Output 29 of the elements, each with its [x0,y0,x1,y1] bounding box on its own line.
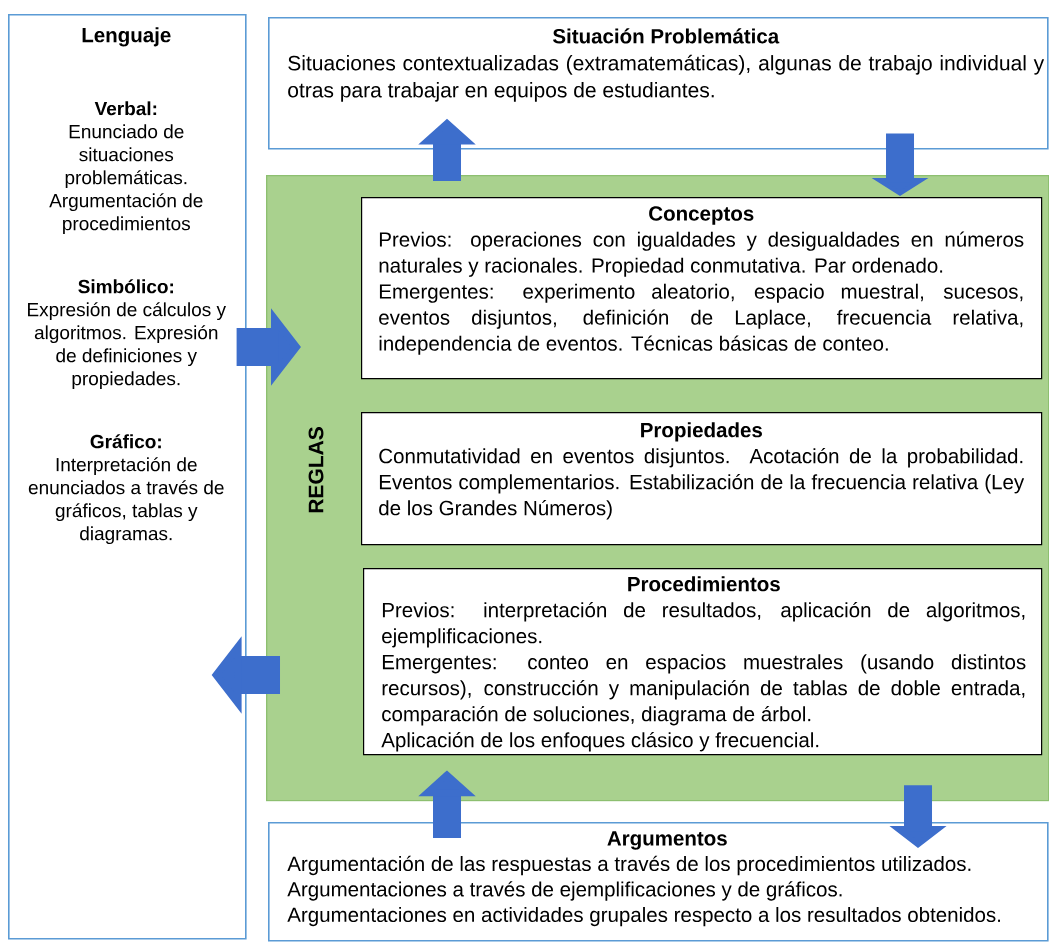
text-box [268,17,1049,150]
body-text: Interpretación de enunciados a través de gráficos, tablas y diagramas. [28,457,224,545]
subheading: Simbólico: [78,279,173,294]
body-text: Conmutatividad en eventos disjuntos. Acotación de la probabilidad. Eventos complementarios. Estabilización de la frecuencia relativa (Ley de los Grandes Números) [379,448,1025,520]
text-box [8,14,247,940]
body-text: Previos: interpretación de resultados, aplicación de algoritmos, ejemplificaciones. [382,602,1025,648]
body-text: Argumentaciones a través de ejemplificaciones y de gráficos. [287,881,842,901]
box-heading: Lenguaje [82,27,171,47]
body-text: Emergentes: experimento aleatorio, espacio muestral, sucesos, eventos disjuntos, definición de Laplace, frecuencia relativa, independencia de eventos. Técnicas básicas de conteo. [379,283,1023,355]
body-text: Expresión de cálculos y algoritmos. Expresión de definiciones y propiedades. [28,302,226,390]
text-box [361,412,1043,546]
text-box [363,568,1043,756]
box-heading: Conceptos [649,206,754,225]
body-text: Enunciado de situaciones problemáticas. Argumentación de procedimientos [49,124,203,235]
box-heading: Situación Problemática [552,28,780,44]
box-heading: Propiedades [641,422,762,442]
subheading: Gráfico: [90,434,161,449]
body-text: Emergentes: conteo en espacios muestrales (usando distintos recursos), construcción y manipulación de tablas de doble entrada, comparación de soluciones, diagrama de árbol. [382,654,1026,726]
text-box [268,822,1049,942]
text-box [361,197,1043,380]
box-heading: Argumentos [607,831,727,850]
body-text: Argumentación de las respuestas a través de los procedimientos utilizados. [287,855,971,876]
body-text: Argumentaciones en actividades grupales respecto a los resultados obtenidos. [287,907,1000,927]
body-text: Situaciones contextualizadas (extramatemáticas), algunas de trabajo individual y otras para trabajar en equipos de estudiantes. [288,54,1045,102]
body-text: Previos: operaciones con igualdades y desigualdades en números naturales y racionales. Propiedad conmutativa. Par ordenado. [379,231,1024,277]
vertical-heading: REGLAS [308,427,324,513]
subheading: Verbal: [94,101,157,116]
box-heading: Procedimientos [628,576,780,592]
body-text: Aplicación de los enfoques clásico y frecuencial. [381,732,819,752]
